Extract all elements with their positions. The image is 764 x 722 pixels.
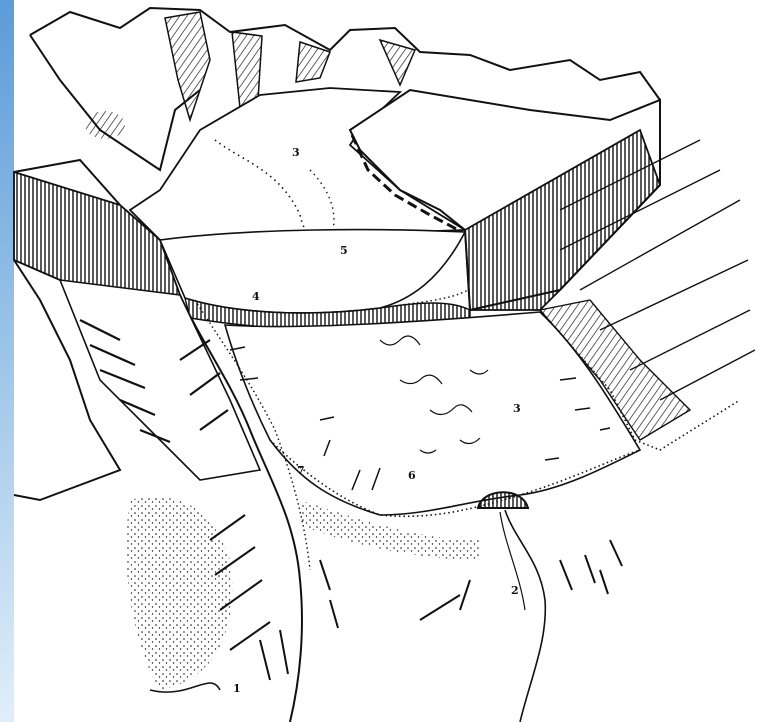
ridge-shade — [85, 111, 125, 139]
label-outlet-stream: 2 — [511, 584, 519, 597]
label-terminal-zone: 6 — [408, 469, 416, 482]
label-moraine-dam: 4 — [252, 290, 260, 303]
label-glacier-tongue: 3 — [513, 402, 521, 415]
label-lake: 5 — [340, 244, 348, 257]
label-outwash-plain: 1 — [233, 682, 241, 695]
label-firn-basin: 3 — [292, 146, 300, 159]
label-lateral-moraine: 7 — [297, 464, 305, 477]
